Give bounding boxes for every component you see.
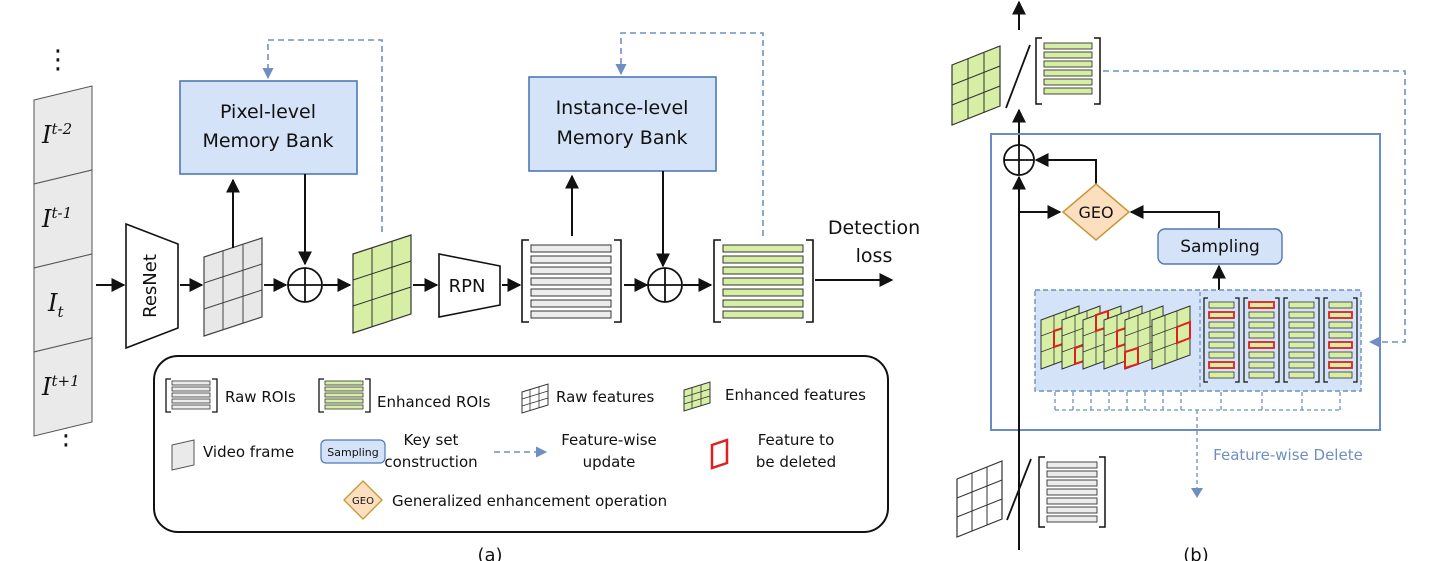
legend-update-2: update bbox=[583, 453, 636, 471]
top-dots: ⋮ bbox=[45, 45, 71, 75]
rpn-block: RPN bbox=[438, 253, 501, 318]
detection-label-line2: loss bbox=[856, 245, 893, 267]
caption-a: (a) bbox=[477, 545, 502, 561]
instance-bank-line1: Instance-level bbox=[556, 97, 689, 119]
input-slash bbox=[1006, 458, 1032, 521]
legend-raw-rois: Raw ROIs bbox=[225, 388, 296, 406]
legend-enhanced-rois-icon bbox=[318, 378, 371, 413]
video-frame-t+1: It+1 bbox=[33, 337, 93, 437]
legend-delete-1: Feature to bbox=[758, 431, 835, 449]
rpn-label: RPN bbox=[449, 276, 486, 297]
legend-video-frame-icon bbox=[171, 439, 195, 471]
arrow-geo-plus bbox=[1034, 153, 1097, 184]
resnet-label: ResNet bbox=[140, 254, 161, 318]
frame-label: It-1 bbox=[41, 204, 72, 233]
legend-enhanced-rois: Enhanced ROIs bbox=[377, 393, 491, 411]
instance-memory-bank: Instance-level Memory Bank bbox=[528, 76, 717, 172]
instance-key-rois bbox=[1203, 297, 1358, 383]
detection-label-line1: Detection bbox=[828, 217, 920, 239]
legend-geo-text: GEO bbox=[352, 496, 374, 507]
key-roi-column bbox=[1283, 297, 1320, 383]
pixel-bank-line1: Pixel-level bbox=[220, 101, 316, 123]
key-roi-column bbox=[1243, 297, 1280, 383]
geo-label: GEO bbox=[1078, 203, 1113, 222]
frame-label: It+1 bbox=[41, 372, 80, 401]
legend-sampling-tag: Sampling bbox=[320, 439, 386, 464]
legend-delete-2: be deleted bbox=[756, 453, 836, 471]
video-frame-t: It bbox=[33, 253, 93, 353]
feature-wise-delete-connector bbox=[1054, 392, 1341, 490]
output-enhanced-feature bbox=[951, 45, 1001, 126]
video-frame-t-2: It-2 bbox=[33, 85, 93, 185]
geo-block: GEO bbox=[1061, 182, 1131, 242]
panel-b: GEO Sampling bbox=[951, 0, 1406, 561]
legend-enhanced-features-icon bbox=[683, 381, 711, 412]
aggregate-plus-b bbox=[1003, 144, 1035, 176]
legend-raw-rois-icon bbox=[165, 378, 218, 413]
video-frame-t-1: It-1 bbox=[33, 169, 93, 269]
legend-key-set-1: Key set bbox=[404, 431, 459, 449]
aggregate-plus-2 bbox=[647, 267, 683, 303]
sampling-label: Sampling bbox=[1180, 237, 1260, 257]
legend-sampling-text: Sampling bbox=[327, 446, 379, 459]
key-feature-grid bbox=[1151, 305, 1191, 370]
key-set-update-loop bbox=[1103, 70, 1406, 348]
legend-geo-icon: GEO bbox=[343, 480, 383, 520]
legend-raw-features-icon bbox=[521, 383, 549, 414]
output-slash bbox=[1005, 44, 1031, 109]
instance-bank-update-loop bbox=[615, 32, 764, 236]
caption-b: (b) bbox=[1183, 545, 1208, 561]
raw-rois-stack bbox=[521, 239, 622, 323]
pixel-key-features bbox=[1040, 305, 1191, 370]
aggregate-plus-1 bbox=[287, 267, 323, 303]
resnet-block: ResNet bbox=[125, 222, 179, 350]
enhanced-feature-map bbox=[352, 234, 412, 334]
frame-label: It-2 bbox=[41, 120, 72, 149]
instance-bank-line2: Memory Bank bbox=[556, 127, 687, 149]
pixel-bank-line2: Memory Bank bbox=[202, 130, 333, 152]
legend-raw-features: Raw features bbox=[556, 388, 654, 406]
key-roi-column bbox=[1323, 297, 1358, 383]
frame-label: It bbox=[47, 289, 64, 321]
input-raw-rois bbox=[1038, 456, 1106, 528]
raw-feature-map bbox=[203, 237, 263, 337]
legend-enhanced-features: Enhanced features bbox=[725, 386, 866, 404]
arrow-sampling-geo bbox=[1129, 205, 1220, 228]
delete-arrow-head bbox=[1191, 488, 1203, 498]
legend-geo-desc: Generalized enhancement operation bbox=[392, 492, 667, 510]
legend: Raw ROIs Enhanced ROIs Raw features bbox=[153, 355, 889, 533]
output-enhanced-rois bbox=[1035, 37, 1101, 105]
legend-update-1: Feature-wise bbox=[561, 431, 657, 449]
enhanced-rois-stack bbox=[713, 239, 814, 323]
pixel-bank-update-loop bbox=[262, 39, 383, 232]
panel-a: ⋮ ⋮ It-2 It-1 It It+1 ResNet bbox=[33, 32, 920, 561]
key-roi-column bbox=[1203, 297, 1240, 383]
enhancement-module-box bbox=[990, 133, 1381, 431]
input-raw-feature bbox=[956, 460, 1003, 538]
legend-video-frame: Video frame bbox=[203, 443, 294, 461]
pixel-memory-bank: Pixel-level Memory Bank bbox=[179, 80, 358, 175]
legend-key-set-2: construction bbox=[384, 453, 477, 471]
legend-delete-icon bbox=[710, 438, 729, 470]
sampling-block: Sampling bbox=[1157, 228, 1283, 265]
feature-wise-delete-label: Feature-wise Delete bbox=[1213, 446, 1363, 464]
